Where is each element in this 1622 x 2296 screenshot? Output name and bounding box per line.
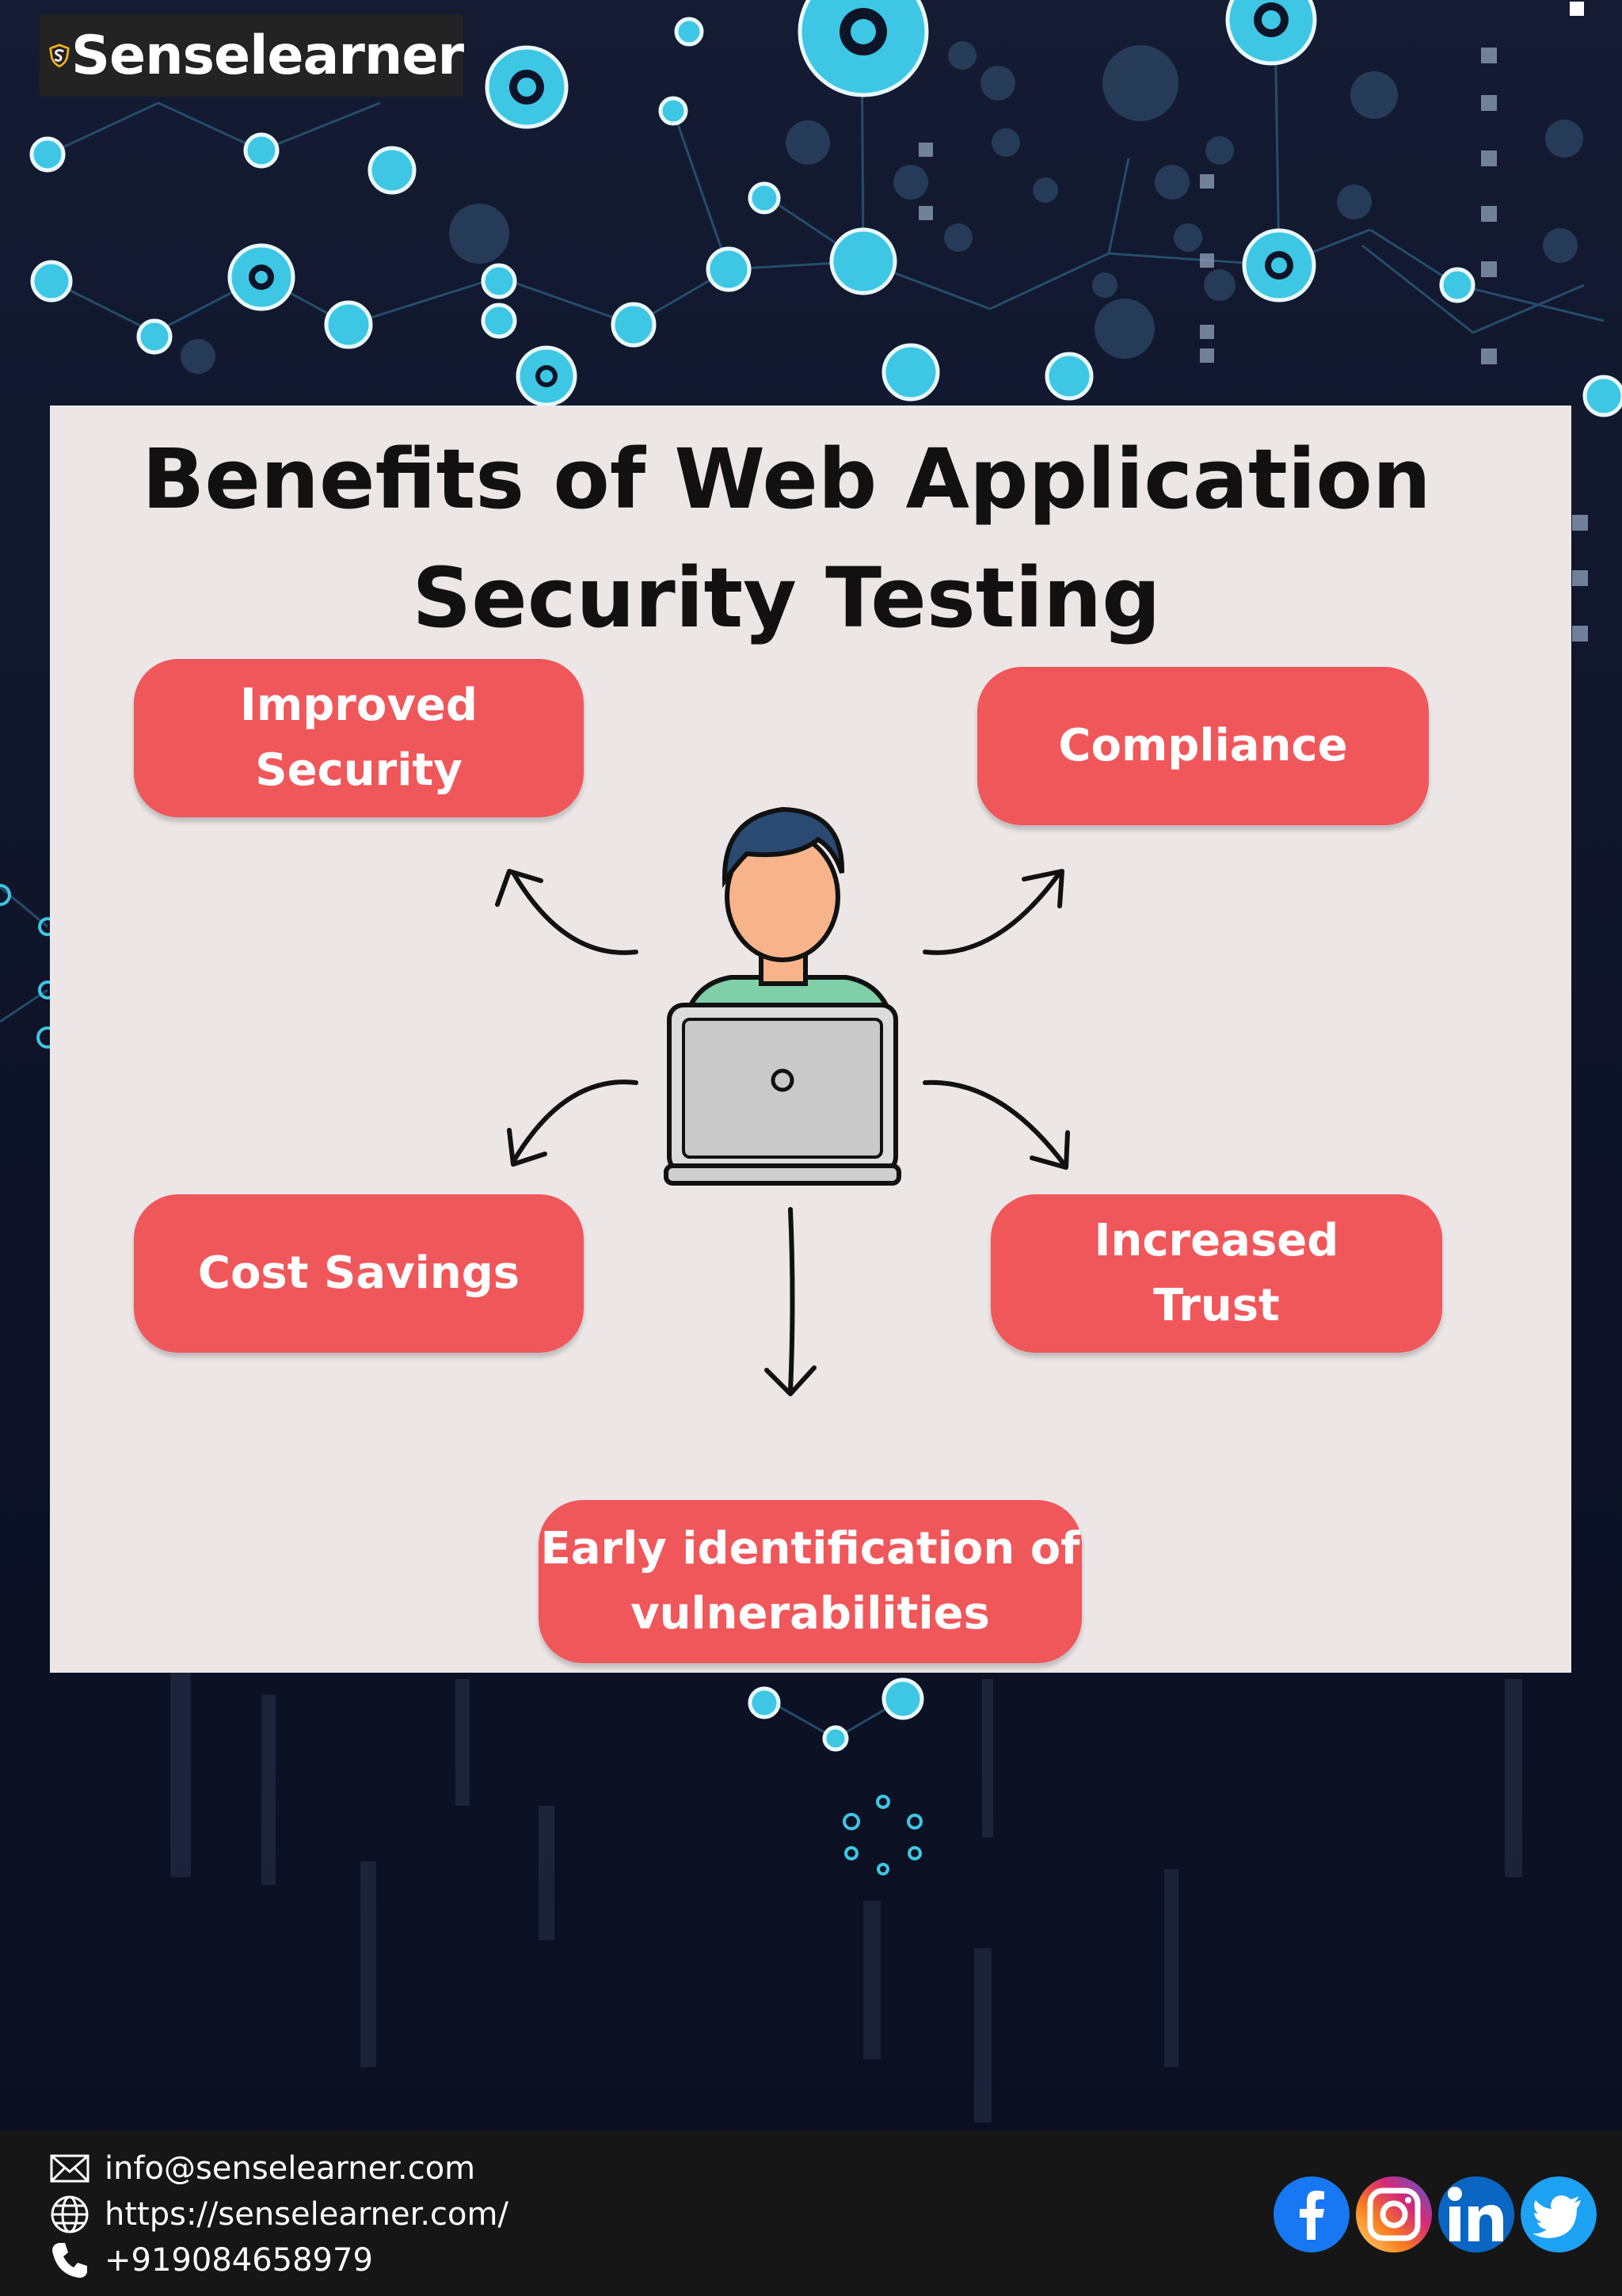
benefit-label: Increased — [1094, 1215, 1339, 1266]
infographic-title: Benefits of Web Application Security Tes… — [50, 420, 1523, 657]
arrow-top-right-head — [1022, 869, 1064, 908]
infographic-panel: Benefits of Web Application Security Tes… — [50, 406, 1571, 1673]
arrow-mid-left-head — [507, 1128, 547, 1167]
benefit-label: Compliance — [1058, 720, 1348, 771]
arrow-top-right — [923, 870, 1062, 955]
benefit-label: Cost Savings — [197, 1247, 520, 1299]
twitter-icon[interactable] — [1521, 2176, 1597, 2252]
arrow-mid-right — [923, 1079, 1068, 1168]
contact-website[interactable]: https://senselearner.com/ — [49, 2194, 508, 2235]
phone-number[interactable]: +919084658979 — [105, 2242, 373, 2279]
shield-s-icon — [49, 44, 70, 68]
arrow-top-left — [511, 870, 638, 955]
instagram-icon[interactable] — [1356, 2176, 1432, 2252]
footer-bar — [0, 2130, 1622, 2296]
phone-icon — [52, 2243, 87, 2278]
email-link[interactable]: info@senselearner.com — [105, 2150, 476, 2187]
benefit-increased-trust: Increased Trust — [991, 1194, 1442, 1353]
mail-icon — [50, 2154, 89, 2183]
benefit-label: Trust — [1153, 1280, 1280, 1331]
brand-logo[interactable]: Senselearner — [40, 14, 464, 97]
benefit-cost-savings: Cost Savings — [134, 1194, 584, 1353]
benefit-label: Early identification of — [540, 1523, 1080, 1574]
globe-icon — [51, 2195, 89, 2233]
benefits-diagram — [495, 806, 1070, 1396]
benefit-label: Security — [255, 744, 463, 796]
benefit-compliance: Compliance — [977, 667, 1429, 825]
benefit-improved-security: Improved Security — [134, 659, 584, 817]
benefit-label: vulnerabilities — [630, 1588, 990, 1639]
contact-email[interactable]: info@senselearner.com — [49, 2148, 475, 2189]
linkedin-icon[interactable] — [1438, 2176, 1514, 2252]
benefit-label: Improved — [240, 680, 478, 731]
arrow-mid-left — [511, 1079, 638, 1164]
title-line-2: Security Testing — [412, 550, 1161, 646]
title-line-1: Benefits of Web Application — [142, 431, 1431, 527]
contact-phone[interactable]: +919084658979 — [49, 2240, 373, 2281]
brand-name: Senselearner — [70, 24, 464, 87]
arrow-down-head — [764, 1365, 817, 1396]
person-at-laptop-icon — [664, 806, 901, 1186]
arrow-top-left-head — [495, 869, 543, 907]
arrow-mid-right-head — [1030, 1130, 1070, 1170]
benefit-early-identification: Early identification of vulnerabilities — [539, 1500, 1082, 1663]
facebook-icon[interactable] — [1274, 2176, 1350, 2252]
website-link[interactable]: https://senselearner.com/ — [105, 2196, 508, 2233]
arrow-down — [788, 1207, 795, 1394]
